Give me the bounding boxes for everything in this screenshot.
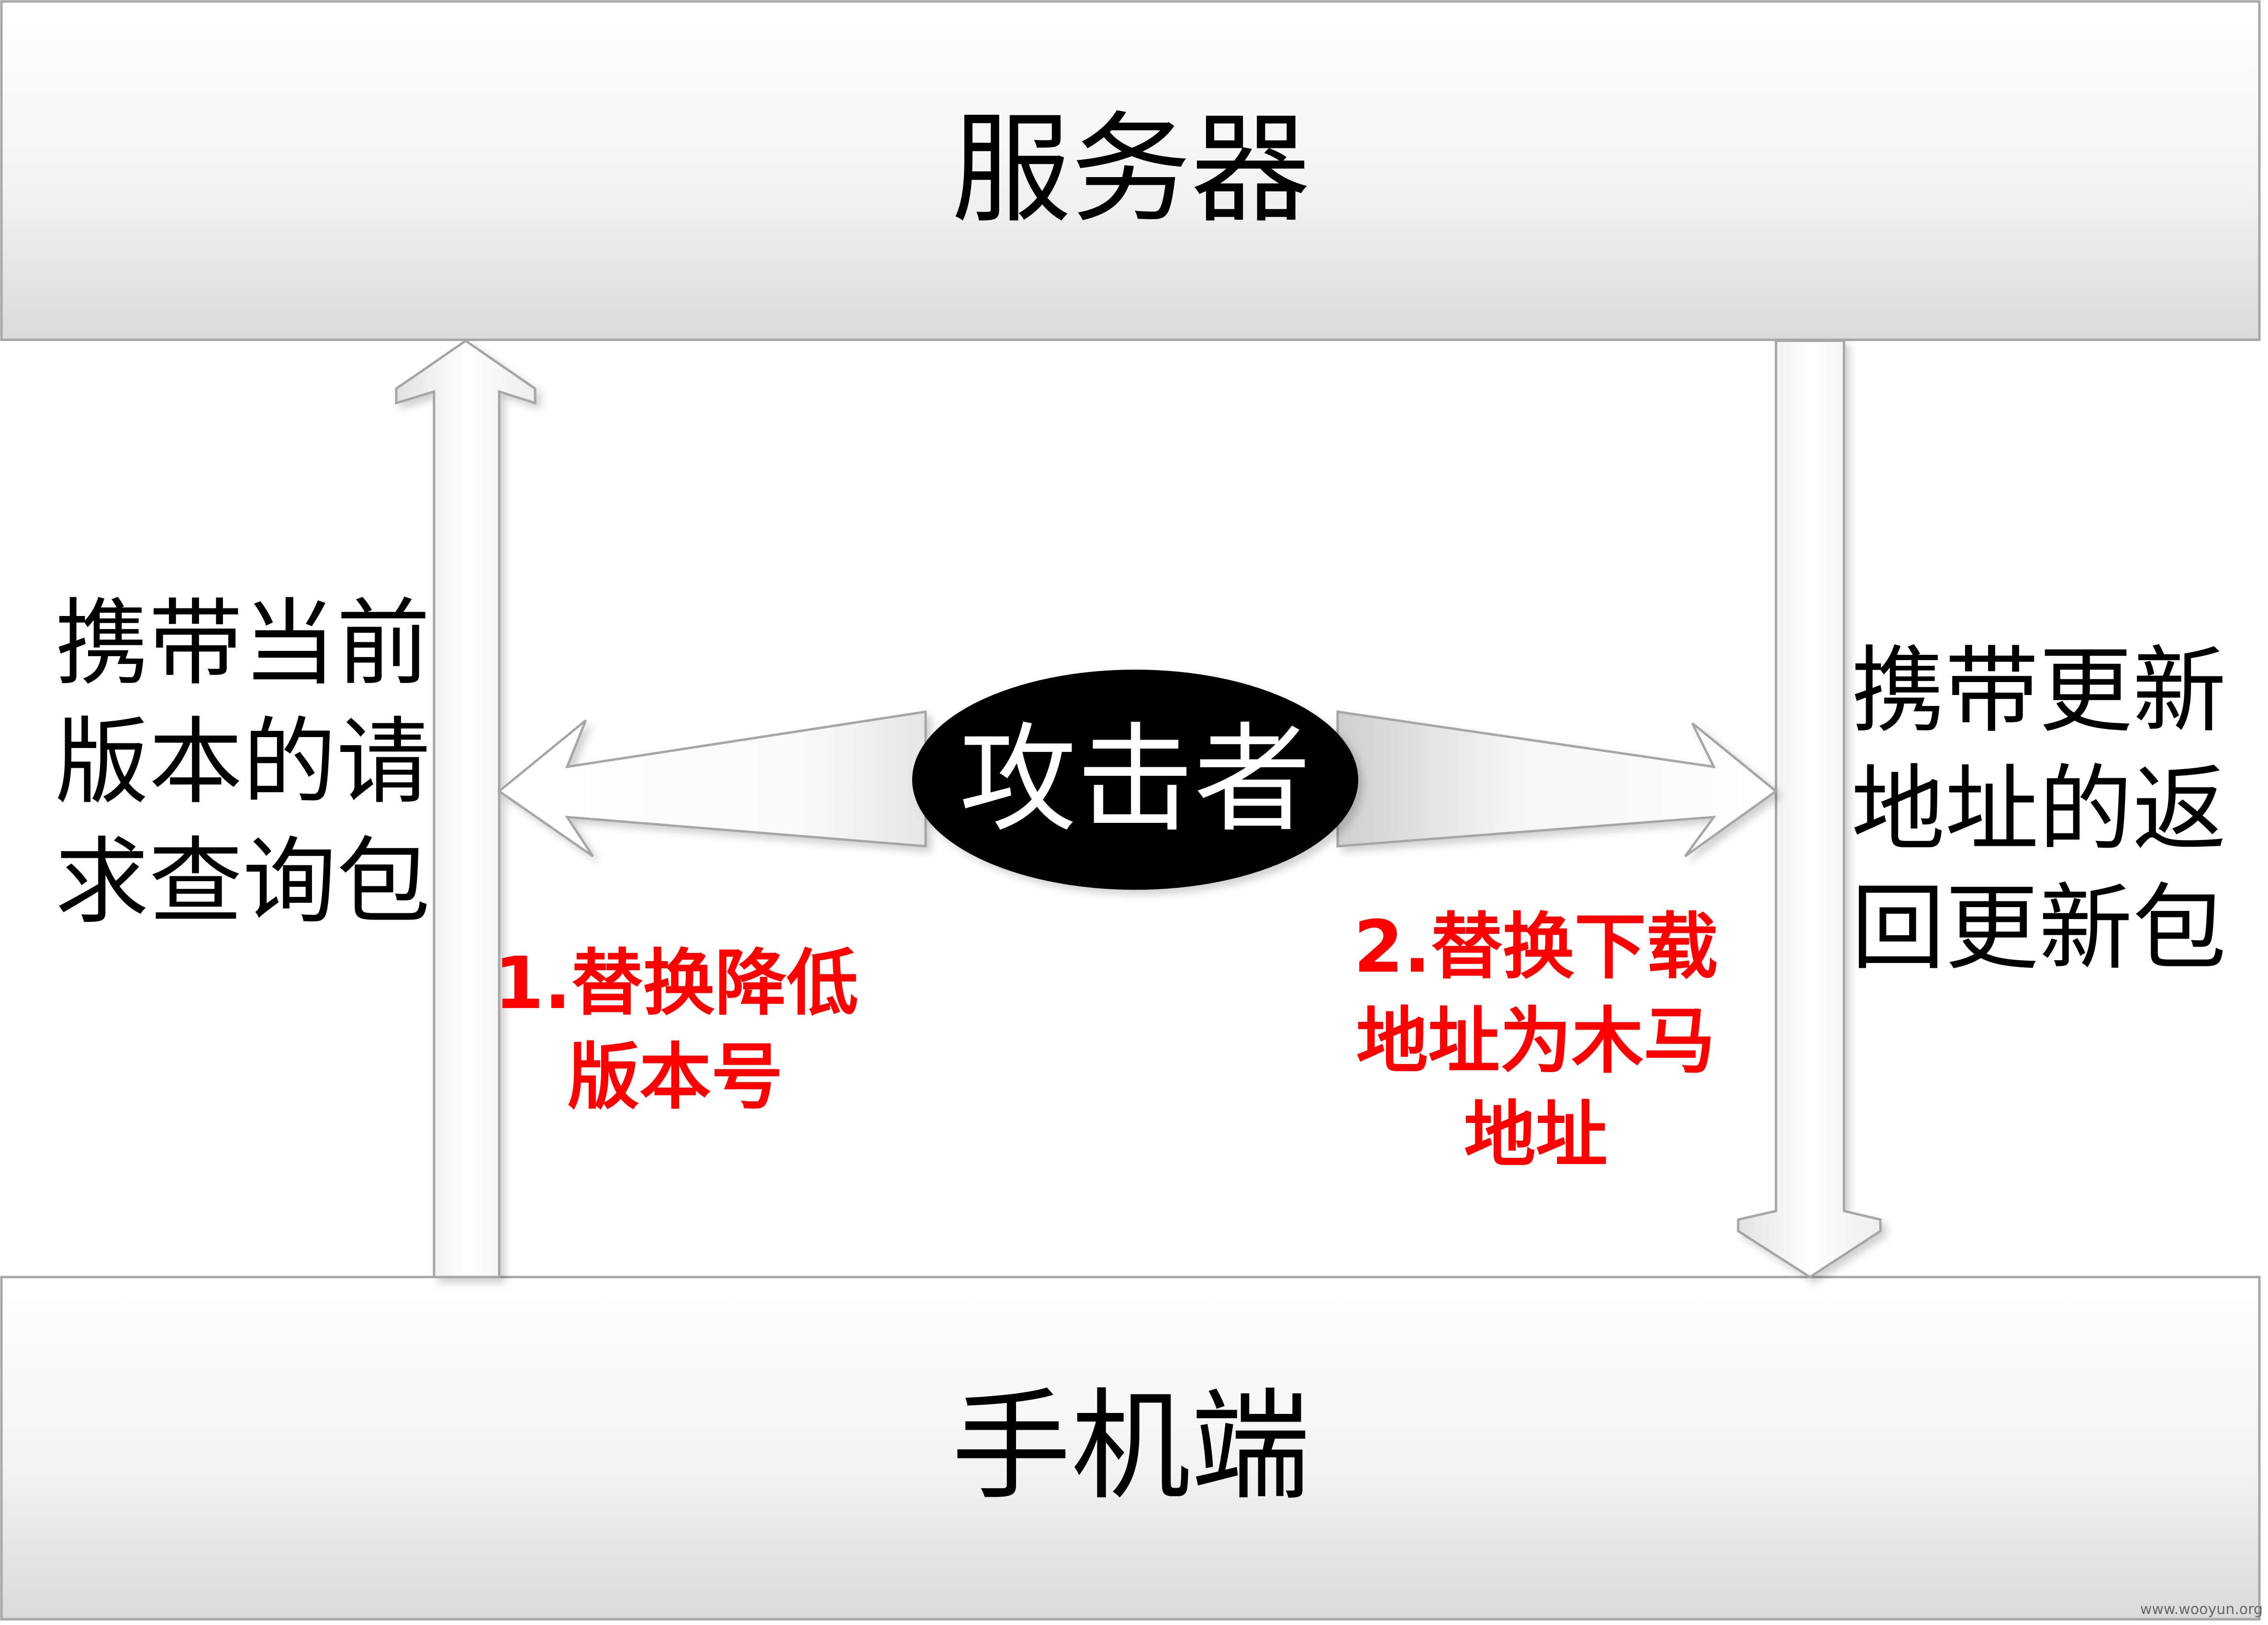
step1-line: 版本号	[568, 1036, 783, 1119]
phone-label: 手机端	[951, 1377, 1310, 1516]
attacker-node: 攻击者	[912, 670, 1358, 890]
server-box: 服务器	[0, 0, 2261, 341]
step1-note: 1.替换降低 版本号	[494, 942, 858, 1119]
server-box-frame	[0, 0, 2261, 341]
server-label: 服务器	[951, 100, 1310, 239]
step2-line: 2.替换下载	[1353, 906, 1718, 989]
phone-box-frame	[0, 1276, 2261, 1621]
step1-line: 1.替换降低	[494, 942, 858, 1025]
attacker-ellipse	[912, 670, 1358, 890]
watermark: www.wooyun.org	[2140, 1601, 2263, 1618]
attacker-label: 攻击者	[960, 712, 1311, 848]
attacker-to-response-arrow	[1336, 710, 1778, 858]
response-arrow-down	[1737, 339, 1882, 1278]
step2-line: 地址	[1464, 1094, 1608, 1177]
request-arrow-up	[395, 339, 536, 1278]
response-note-line: 地址的返	[1851, 755, 2226, 864]
request-note: 携带当前 版本的请 求查询包	[55, 589, 430, 937]
request-note-line: 版本的请	[55, 708, 430, 817]
request-note-line: 携带当前	[55, 589, 430, 698]
response-note: 携带更新 地址的返 回更新包	[1851, 637, 2226, 983]
response-note-line: 携带更新	[1851, 637, 2226, 746]
step2-note: 2.替换下载 地址为木马 地址	[1353, 906, 1718, 1177]
request-note-line: 求查询包	[55, 828, 430, 937]
step2-line: 地址为木马	[1356, 1000, 1715, 1083]
attacker-to-request-arrow	[497, 710, 927, 858]
phone-box: 手机端	[0, 1276, 2261, 1621]
response-note-line: 回更新包	[1851, 874, 2226, 983]
